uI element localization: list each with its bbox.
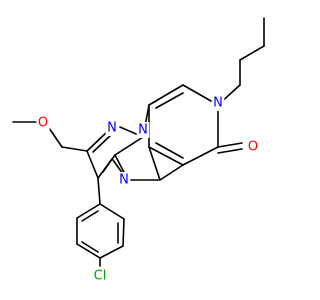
bond (86, 150, 99, 179)
bond (97, 177, 101, 205)
atom-label-chlorine: Cl (94, 269, 107, 284)
bond (112, 159, 124, 175)
atom-label-backdrop (117, 172, 131, 188)
bond (148, 146, 184, 166)
bond (155, 142, 184, 159)
bond (81, 210, 99, 222)
bond (122, 218, 125, 247)
atom-label-backdrop (246, 139, 260, 155)
atom-label-o-methoxy: O (38, 116, 48, 131)
bond (217, 148, 243, 154)
bond (48, 127, 63, 148)
bond (114, 136, 144, 156)
bond (76, 203, 101, 219)
atom-label-backdrop (136, 122, 150, 138)
bond (159, 164, 184, 181)
bond (81, 241, 99, 253)
bond (217, 142, 243, 148)
atom-label-backdrop (211, 95, 225, 111)
bond (76, 243, 101, 259)
bond (102, 158, 113, 173)
bond (61, 146, 88, 152)
bond (99, 245, 124, 259)
atom-label-backdrop (36, 115, 50, 131)
bond (86, 130, 109, 152)
bond (155, 92, 184, 109)
bond (182, 146, 219, 166)
atom-label-backdrop (105, 120, 119, 136)
atom-label-n-butyl: N (213, 96, 223, 111)
atom-label-backdrop (92, 268, 108, 284)
atom-label-n-pyrimidine: N (119, 173, 129, 188)
bond (99, 203, 125, 220)
bond (148, 84, 184, 106)
bond (239, 45, 265, 61)
atom-label-o-carbonyl: O (248, 140, 258, 155)
atom-label-n-ring-fused: N (138, 123, 148, 138)
bond (148, 146, 161, 181)
atom-label-n-pyrazole: N (107, 121, 117, 136)
molecule-structure-diagram: N O N N N O Cl (12, 17, 265, 284)
molecule-structure-canvas: N O N N N O Cl (12, 17, 265, 284)
bond (92, 134, 112, 153)
